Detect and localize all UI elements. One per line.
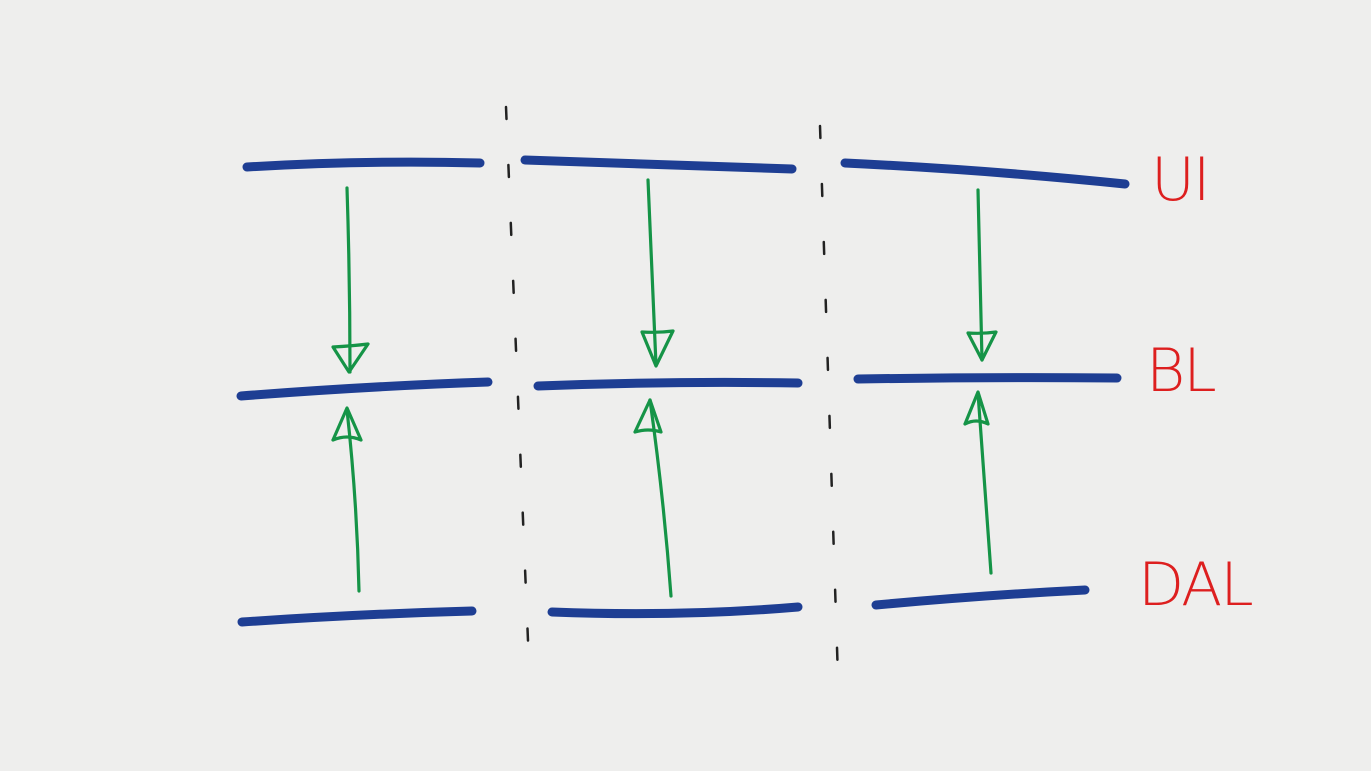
label-bl: BL (1146, 336, 1215, 406)
ui-layer-line-col-2 (520, 155, 797, 174)
column-dividers (504, 105, 840, 680)
bl-layer-line-col-1 (236, 377, 493, 401)
dal-layer-line-col-2 (547, 602, 803, 619)
dal-layer-line-col-3 (871, 585, 1090, 610)
arrows (331, 178, 998, 598)
arrow-ui-to-bl-col-1 (331, 186, 370, 374)
layer-lines (236, 155, 1130, 627)
bl-layer-line-col-2 (533, 377, 803, 391)
arrow-ui-to-bl-col-2 (640, 178, 675, 368)
bl-layer-line-col-3 (853, 373, 1122, 384)
ui-layer-line-col-1 (242, 157, 485, 172)
label-dal: DAL (1138, 550, 1252, 620)
arrow-dal-to-bl-col-3 (963, 390, 993, 575)
label-ui: UI (1151, 145, 1209, 215)
dal-layer-line-col-1 (237, 606, 477, 627)
arrow-dal-to-bl-col-2 (633, 398, 673, 598)
arrow-dal-to-bl-col-1 (331, 406, 363, 593)
layer-labels: UI BL DAL (1138, 145, 1254, 620)
ui-layer-line-col-3 (840, 158, 1130, 189)
arrow-ui-to-bl-col-3 (966, 188, 998, 362)
column-divider-1 (504, 105, 531, 667)
